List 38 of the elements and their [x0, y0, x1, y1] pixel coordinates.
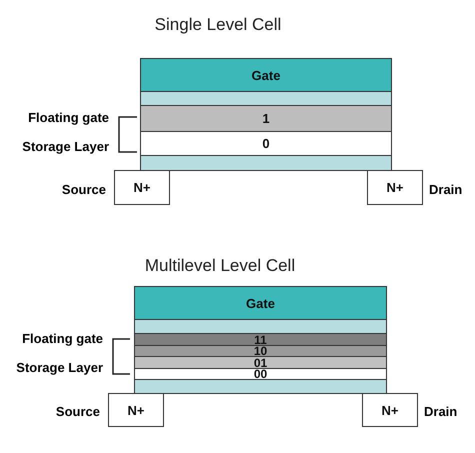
layer-name: Floating gate	[28, 110, 109, 125]
drain-region	[362, 393, 418, 427]
gate-layer	[134, 286, 387, 320]
terminal-label: Source	[56, 404, 100, 419]
source-region	[114, 170, 170, 205]
panel-heading: Multilevel Level Cell	[144, 256, 296, 276]
charge-level-layer	[134, 356, 387, 369]
drain-region	[367, 170, 423, 205]
terminal-label: Drain	[429, 182, 462, 196]
oxide-layer	[134, 319, 387, 334]
layer-label: N+	[386, 181, 404, 194]
layer-label: 10	[254, 345, 268, 357]
gate-layer	[140, 58, 392, 92]
oxide-layer	[140, 91, 392, 106]
source-region	[108, 393, 164, 427]
layer-label: 01	[254, 356, 268, 368]
layer-label: N+	[134, 181, 150, 194]
layer-label: 11	[254, 334, 267, 346]
layer-label: Gate	[252, 68, 280, 82]
layer-label: 00	[254, 368, 268, 380]
layer-name: Storage Layer	[22, 139, 109, 154]
charge-level-layer	[134, 368, 387, 380]
layer-label: N+	[128, 404, 144, 416]
layer-label: 1	[262, 112, 270, 125]
layer-label: N+	[382, 404, 398, 416]
storage-layer	[140, 131, 392, 156]
oxide-layer	[134, 379, 387, 394]
charge-level-layer	[134, 345, 387, 357]
floating-gate-layer	[140, 105, 392, 132]
layer-name: Floating gate	[22, 331, 103, 346]
terminal-label: Drain	[424, 404, 458, 419]
panel-heading: Single Level Cell	[154, 15, 282, 35]
layer-label: 0	[262, 137, 270, 150]
layer-label: Gate	[246, 296, 275, 310]
terminal-label: Source	[62, 182, 106, 196]
layer-name: Storage Layer	[16, 360, 103, 375]
charge-level-layer	[134, 333, 387, 346]
oxide-layer	[140, 155, 392, 171]
